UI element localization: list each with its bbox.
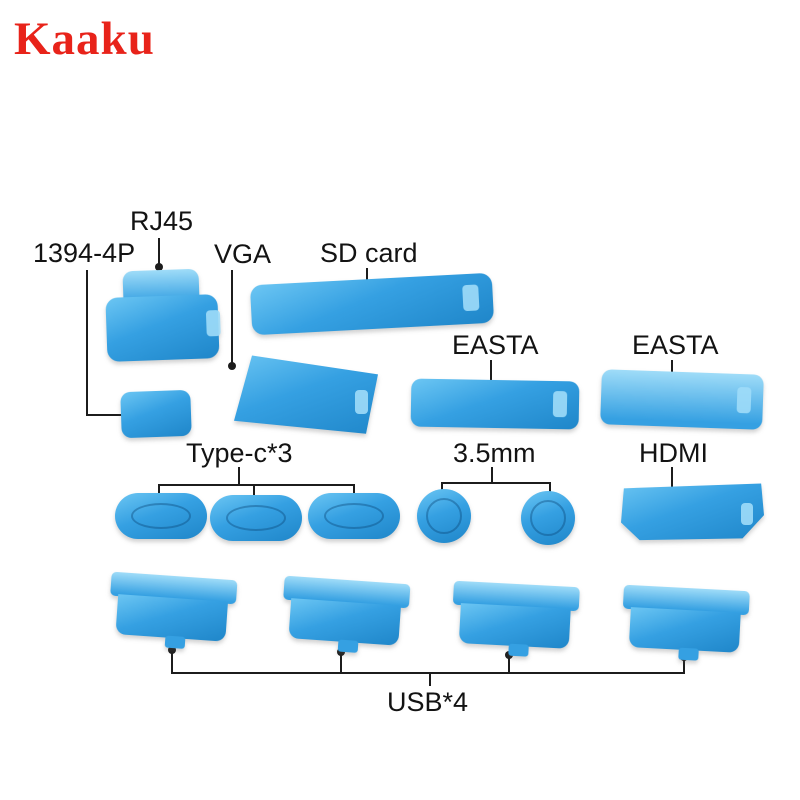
easta-left-plug-pull-tab [552, 391, 568, 418]
usb-plug-1-foot [164, 635, 186, 649]
usb-leader-stub-2 [340, 652, 342, 672]
jack-plug-1-ring [426, 498, 462, 534]
label-3-5mm: 3.5mm [453, 438, 536, 468]
usb-leader-stem [429, 674, 431, 686]
usb-plug-1-body [115, 594, 228, 642]
type-c-plug-2-ring [226, 505, 286, 531]
type-c-leader-drop-3 [353, 486, 355, 498]
type-c-plug-3-ring [324, 503, 384, 529]
usb-plug-2-foot [337, 639, 359, 653]
jack-3-5mm-plug-1 [417, 489, 471, 543]
type-c-plug-2 [210, 495, 302, 541]
type-c-plug-3 [308, 493, 400, 539]
brand-logo: Kaaku [14, 13, 155, 65]
jack-3-5mm-plug-2 [521, 491, 575, 545]
rj45-plug [100, 264, 223, 366]
rj45-leader-dot [155, 263, 163, 271]
type-c-leader-crossbar [158, 484, 355, 486]
usb-leader-dot-1 [168, 646, 176, 654]
label-type-c: Type-c*3 [186, 438, 293, 468]
jack-leader-stem [491, 467, 493, 484]
usb-leader-dot-2 [337, 648, 345, 656]
usb-plug-3 [448, 579, 584, 666]
vga-leader-line [231, 270, 233, 366]
usb-plug-4 [618, 583, 754, 670]
usb-plug-1 [104, 569, 241, 658]
jack-plug-2-ring [530, 500, 566, 536]
hdmi-leader-line [671, 467, 673, 493]
label-usb: USB*4 [387, 687, 469, 717]
sd-card-plug [249, 272, 495, 336]
vga-plug-pull-tab [355, 390, 368, 414]
1394-leader-line-horizontal [86, 414, 126, 416]
type-c-plug-1-ring [131, 503, 191, 529]
vga-plug [231, 352, 381, 438]
rj45-leader-line [158, 238, 160, 268]
1394-leader-line-vertical [86, 270, 88, 416]
hdmi-plug-pull-tab [741, 503, 753, 525]
easta-right-plug-pull-tab [736, 386, 752, 414]
easta-left-plug [410, 378, 580, 430]
sd-plug-body [249, 272, 495, 336]
jack-leader-drop-2 [549, 484, 551, 494]
type-c-leader-drop-2 [253, 486, 255, 500]
usb-leader-stub-1 [171, 650, 173, 672]
sd-plug-pull-tab [462, 284, 480, 312]
label-easta-left: EASTA [452, 330, 539, 360]
rj45-plug-pull-tab [205, 309, 221, 337]
rj45-plug-body [105, 294, 220, 362]
usb-leader-stub-3 [508, 655, 510, 672]
label-easta-right: EASTA [632, 330, 719, 360]
label-1394-4p: 1394-4P [33, 238, 136, 268]
label-sd-card: SD card [320, 238, 418, 268]
usb-plug-4-foot [678, 647, 699, 661]
usb-leader-crossbar [171, 672, 685, 674]
easta-left-leader-line [490, 360, 492, 388]
hdmi-plug [621, 481, 764, 542]
type-c-leader-drop-1 [158, 486, 160, 498]
1394-plug-body [120, 389, 192, 439]
label-hdmi: HDMI [639, 438, 708, 468]
vga-leader-dot [228, 362, 236, 370]
type-c-plug-1 [115, 493, 207, 539]
hdmi-plug-body [621, 483, 764, 541]
usb-leader-stub-4 [683, 657, 685, 672]
1394-4p-plug [120, 389, 192, 439]
label-rj45: RJ45 [130, 206, 194, 236]
label-vga: VGA [214, 239, 272, 269]
usb-plug-2-body [288, 598, 401, 646]
easta-right-plug [600, 369, 764, 430]
type-c-leader-stem [238, 467, 240, 486]
usb-plug-3-foot [508, 643, 529, 657]
jack-leader-crossbar [441, 482, 551, 484]
usb-plug-4-body [628, 607, 741, 653]
usb-plug-2 [277, 573, 414, 662]
usb-plug-3-body [458, 603, 571, 649]
